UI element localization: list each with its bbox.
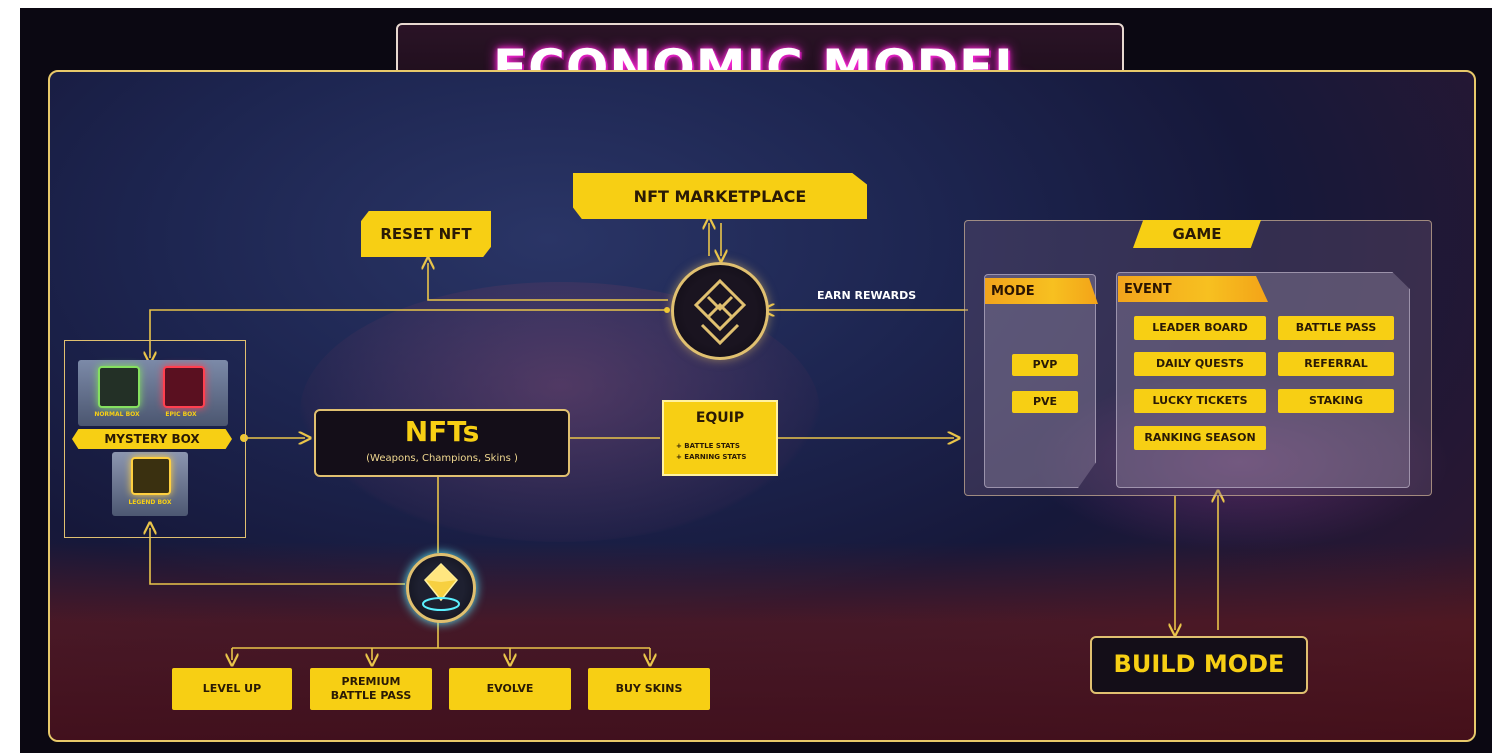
crystal-icon [422,562,460,611]
event-header-label: EVENT [1124,281,1172,297]
level-up-label: LEVEL UP [202,682,262,695]
earn-rewards-label: EARN REWARDS [817,289,917,302]
nft-marketplace-label: NFT MARKETPLACE [633,186,807,206]
game-title-box: GAME [1133,220,1261,248]
nft-marketplace-box[interactable]: NFT MARKETPLACE [573,173,867,219]
equip-earning-stats: + EARNING STATS [676,453,747,461]
reset-nft-label: RESET NFT [380,225,472,243]
event-staking-label: STAKING [1309,394,1363,407]
event-daily-quests-label: DAILY QUESTS [1156,357,1244,370]
evolve-label: EVOLVE [486,682,534,695]
event-leader-board-label: LEADER BOARD [1152,321,1248,334]
event-referral-button[interactable]: REFERRAL [1278,352,1394,376]
legend-box-icon[interactable] [131,457,171,495]
premium-battle-pass-button[interactable]: PREMIUM BATTLE PASS [310,668,432,710]
buy-skins-label: BUY SKINS [615,682,683,695]
normal-box-icon[interactable] [98,366,140,408]
game-title-label: GAME [1172,225,1222,243]
mystery-box-panel [64,340,246,538]
evolve-button[interactable]: EVOLVE [449,668,571,710]
event-battle-pass-label: BATTLE PASS [1295,321,1377,334]
buy-skins-button[interactable]: BUY SKINS [588,668,710,710]
event-lucky-tickets-button[interactable]: LUCKY TICKETS [1134,389,1266,413]
nfts-title: NFTs [404,415,480,448]
mode-header-label: MODE [991,283,1035,299]
event-staking-button[interactable]: STAKING [1278,389,1394,413]
build-mode-box[interactable]: BUILD MODE [1090,636,1308,694]
mode-pvp-label: PVP [1032,358,1058,371]
connector-lines [20,8,1492,753]
epic-box-icon[interactable] [163,366,205,408]
build-mode-label: BUILD MODE [1113,650,1285,678]
mode-pve-button[interactable]: PVE [1012,391,1078,413]
nfts-subtitle: (Weapons, Champions, Skins ) [366,453,518,464]
event-header: EVENT [1118,276,1268,302]
junction-dot [240,434,248,442]
mode-panel [984,274,1096,488]
legend-box-label: LEGEND BOX [128,499,172,506]
crystal-hub [406,553,476,623]
junction-dot [664,307,670,313]
event-battle-pass-button[interactable]: BATTLE PASS [1278,316,1394,340]
nfts-box[interactable]: NFTs (Weapons, Champions, Skins ) [314,409,570,477]
mode-header: MODE [985,278,1098,304]
mode-pvp-button[interactable]: PVP [1012,354,1078,376]
mystery-box-banner: MYSTERY BOX [72,429,232,449]
battle-pass-label: BATTLE PASS [330,689,412,702]
mode-pve-label: PVE [1032,395,1058,408]
event-ranking-season-button[interactable]: RANKING SEASON [1134,426,1266,450]
normal-box-label: NORMAL BOX [94,411,140,418]
event-panel [1116,272,1410,488]
hub-logo [671,262,769,360]
equip-title: EQUIP [695,410,745,426]
event-referral-label: REFERRAL [1304,357,1368,370]
level-up-button[interactable]: LEVEL UP [172,668,292,710]
diagram-canvas: ECONOMIC MODEL [20,8,1492,753]
mystery-box-label: MYSTERY BOX [104,432,200,446]
equip-battle-stats: + BATTLE STATS [676,442,740,450]
event-lucky-tickets-label: LUCKY TICKETS [1152,394,1248,407]
event-daily-quests-button[interactable]: DAILY QUESTS [1134,352,1266,376]
reset-nft-box[interactable]: RESET NFT [361,211,491,257]
equip-box[interactable]: EQUIP + BATTLE STATS + EARNING STATS [662,400,778,476]
event-ranking-season-label: RANKING SEASON [1144,431,1256,444]
epic-box-label: EPIC BOX [165,411,197,418]
premium-label: PREMIUM [341,675,401,688]
hub-logo-icon [693,278,747,346]
event-leader-board-button[interactable]: LEADER BOARD [1134,316,1266,340]
